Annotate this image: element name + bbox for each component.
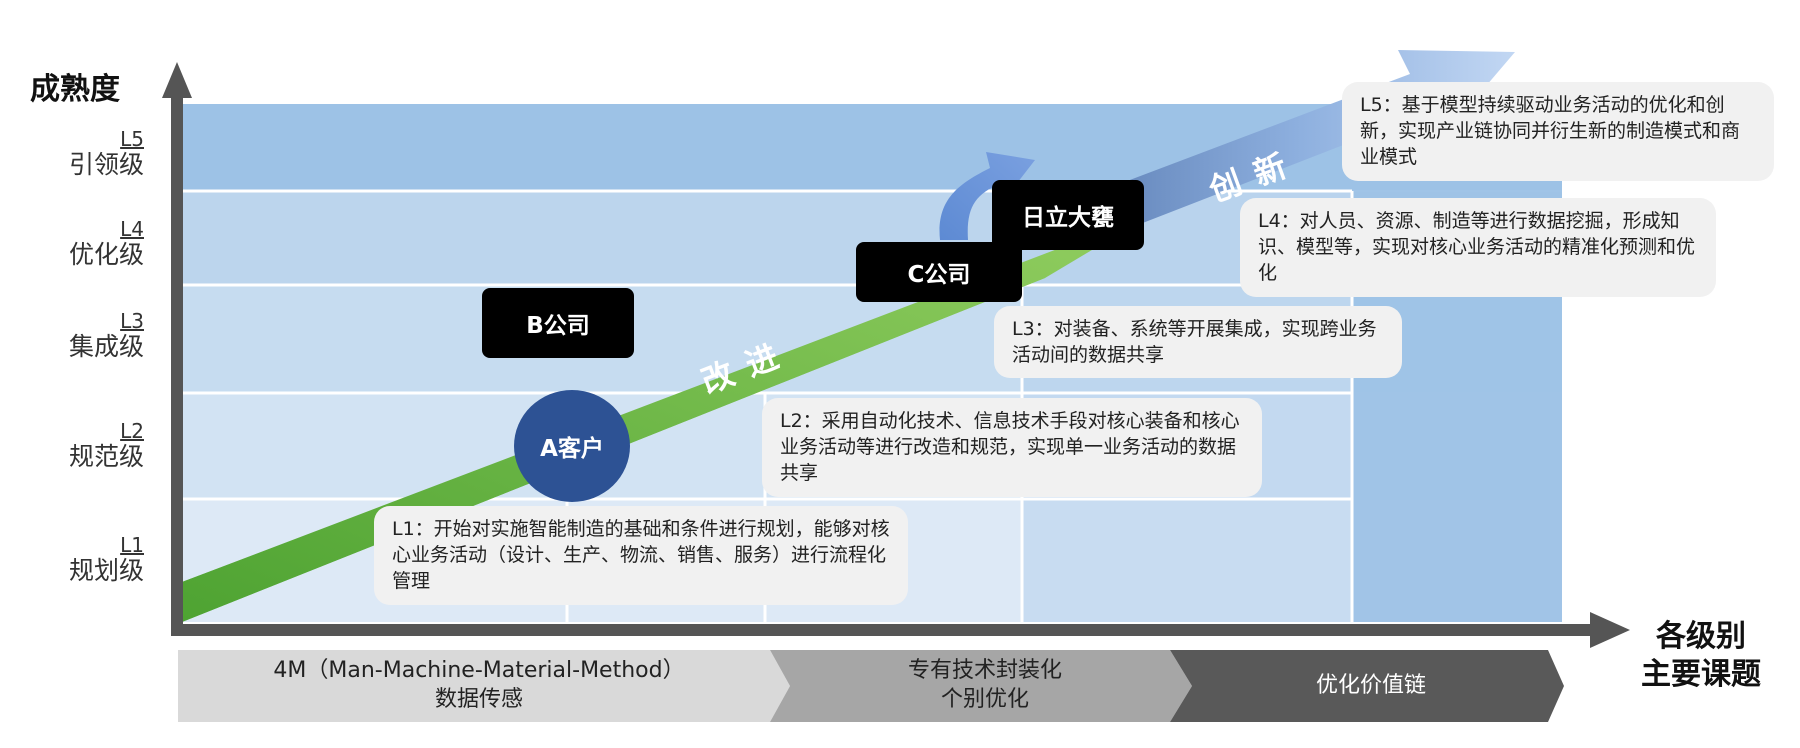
- level-label-l4: L4 优化级: [56, 218, 144, 270]
- topic-chevron-2: [770, 650, 1192, 722]
- topic-chevron-3: [1170, 650, 1564, 722]
- level-name: 集成级: [68, 332, 144, 361]
- description-l1: L1：开始对实施智能制造的基础和条件进行规划，能够对核心业务活动（设计、生产、物…: [374, 506, 908, 605]
- topic-2: 专有技术封装化 个别优化: [800, 652, 1170, 720]
- company-b-tag: B公司: [482, 288, 634, 358]
- x-axis-title-line1: 各级别: [1656, 619, 1746, 654]
- x-axis-arrowhead: [1590, 612, 1630, 648]
- topic-chevron-1: [178, 650, 790, 722]
- topic-2-line2: 个别优化: [940, 687, 1029, 712]
- description-l3: L3：对装备、系统等开展集成，实现跨业务活动间的数据共享: [994, 306, 1402, 379]
- description-l2: L2：采用自动化技术、信息技术手段对核心装备和核心业务活动等进行改造和规范，实现…: [762, 398, 1262, 497]
- curve-arrow: [939, 152, 1035, 240]
- level-code: L5: [120, 127, 144, 151]
- level-code: L3: [120, 309, 144, 333]
- topic-1: 4M（Man-Machine-Material-Method） 数据传感: [188, 652, 770, 720]
- x-axis-title: 各级别 主要课题: [1626, 618, 1776, 693]
- topic-3-line1: 优化价值链: [1315, 672, 1426, 698]
- description-l4: L4：对人员、资源、制造等进行数据挖掘，形成知识、模型等，实现对核心业务活动的精…: [1240, 198, 1716, 297]
- y-axis-line: [171, 96, 183, 636]
- level-name: 引领级: [68, 150, 144, 179]
- x-axis-title-line2: 主要课题: [1641, 656, 1761, 692]
- level-code: L2: [120, 419, 144, 443]
- level-label-l2: L2 规范级: [56, 420, 144, 472]
- level-name: 规划级: [68, 556, 144, 585]
- topic-3: 优化价值链: [1196, 652, 1546, 720]
- level-label-l1: L1 规划级: [56, 534, 144, 586]
- level-code: L4: [120, 217, 144, 241]
- company-c-tag: C公司: [856, 242, 1022, 302]
- level-name: 优化级: [68, 240, 144, 269]
- x-axis-line: [171, 624, 1595, 636]
- level-code: L1: [120, 533, 144, 557]
- level-label-l5: L5 引领级: [56, 128, 144, 180]
- company-hitachi-tag: 日立大甕: [992, 180, 1144, 250]
- topic-2-line1: 专有技术封装化: [907, 658, 1062, 684]
- description-l5: L5：基于模型持续驱动业务活动的优化和创新，实现产业链协同并衍生新的制造模式和商…: [1342, 82, 1774, 181]
- company-a-circle: A客户: [514, 390, 630, 502]
- y-axis-title: 成熟度: [30, 72, 120, 107]
- level-name: 规范级: [68, 442, 144, 471]
- level-label-l3: L3 集成级: [56, 310, 144, 362]
- y-axis-arrowhead: [162, 62, 192, 98]
- topic-1-line2: 数据传感: [434, 687, 523, 712]
- topic-1-line1: 4M（Man-Machine-Material-Method）: [273, 658, 685, 684]
